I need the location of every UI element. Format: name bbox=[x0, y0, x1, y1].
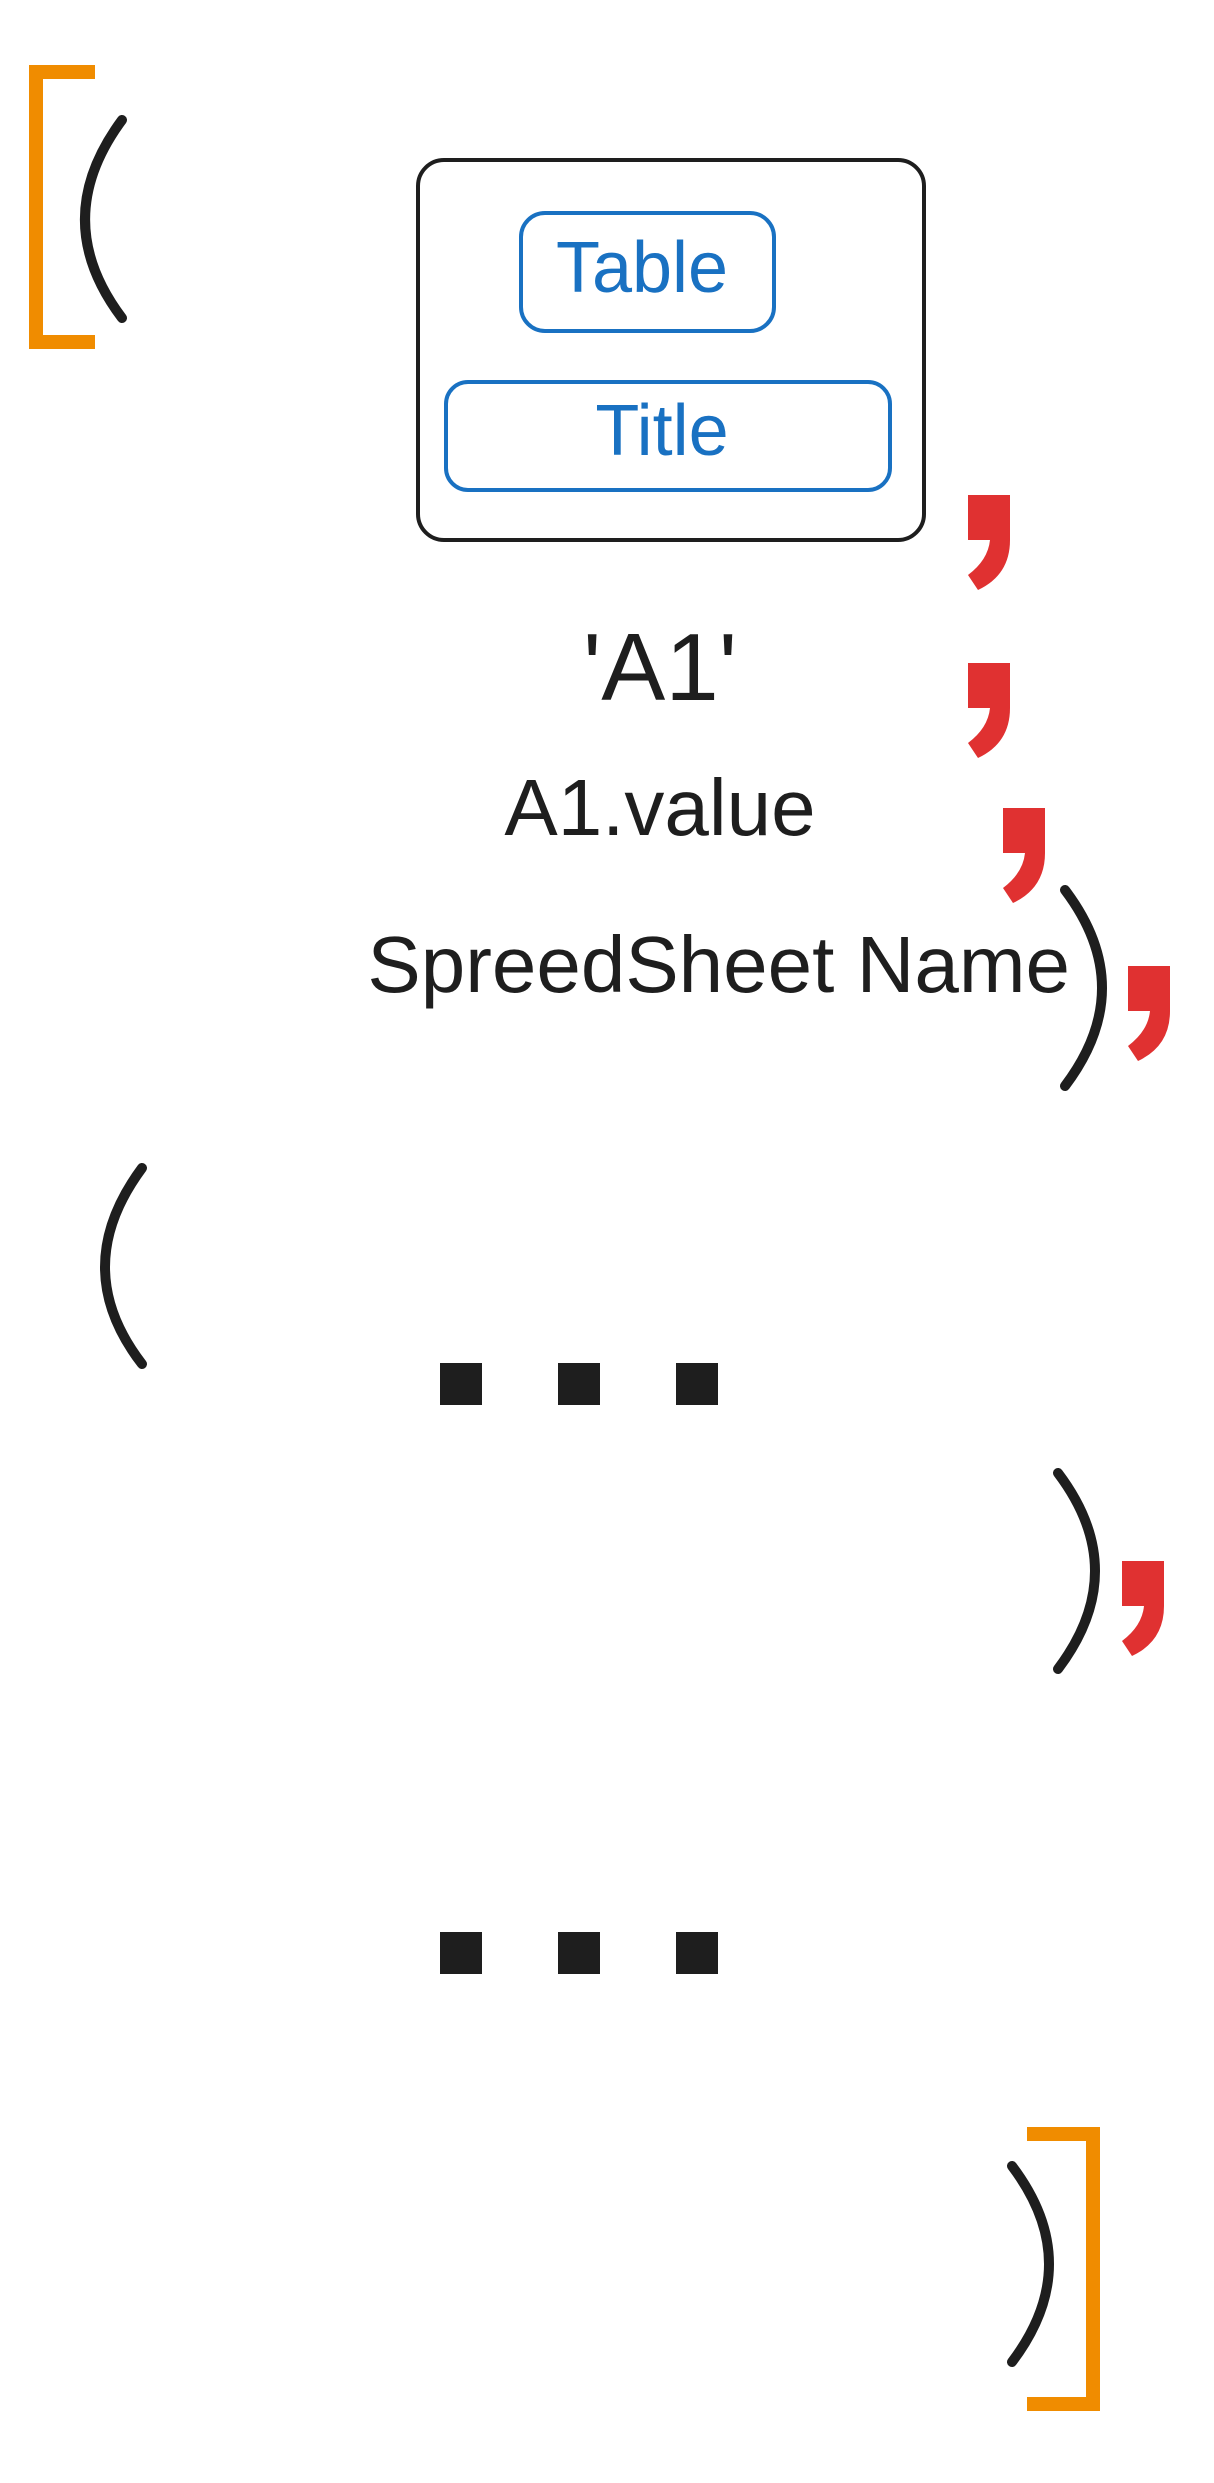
title-label: Title bbox=[595, 391, 729, 471]
title-label-box bbox=[444, 380, 892, 492]
comma-marks bbox=[968, 495, 1170, 1656]
cell-ref-text: 'A1' bbox=[582, 614, 738, 721]
ellipsis-dot bbox=[558, 1363, 600, 1405]
ellipsis-dot bbox=[676, 1932, 718, 1974]
close-square-bracket bbox=[1027, 2127, 1100, 2411]
comma-5 bbox=[1122, 1561, 1164, 1656]
close-paren-3 bbox=[1007, 2161, 1054, 2367]
open-paren-2 bbox=[100, 1163, 147, 1369]
ellipsis-dot bbox=[440, 1932, 482, 1974]
sheet-name-text: SpreedSheet Name bbox=[367, 920, 1070, 1009]
comma-3 bbox=[1003, 808, 1045, 903]
open-square-bracket bbox=[29, 65, 95, 349]
comma-1 bbox=[968, 495, 1010, 590]
comma-2 bbox=[968, 663, 1010, 758]
table-label-box bbox=[519, 211, 776, 333]
close-paren-1 bbox=[1060, 885, 1107, 1091]
comma-4 bbox=[1128, 966, 1170, 1061]
table-box-outline bbox=[416, 158, 926, 542]
open-paren-1 bbox=[80, 115, 127, 323]
ellipsis-dot bbox=[558, 1932, 600, 1974]
ellipsis-dot bbox=[440, 1363, 482, 1405]
cell-value-text: A1.value bbox=[504, 763, 816, 852]
close-paren-2 bbox=[1053, 1468, 1100, 1674]
table-label: Table bbox=[555, 228, 729, 308]
ellipsis-dot bbox=[676, 1363, 718, 1405]
